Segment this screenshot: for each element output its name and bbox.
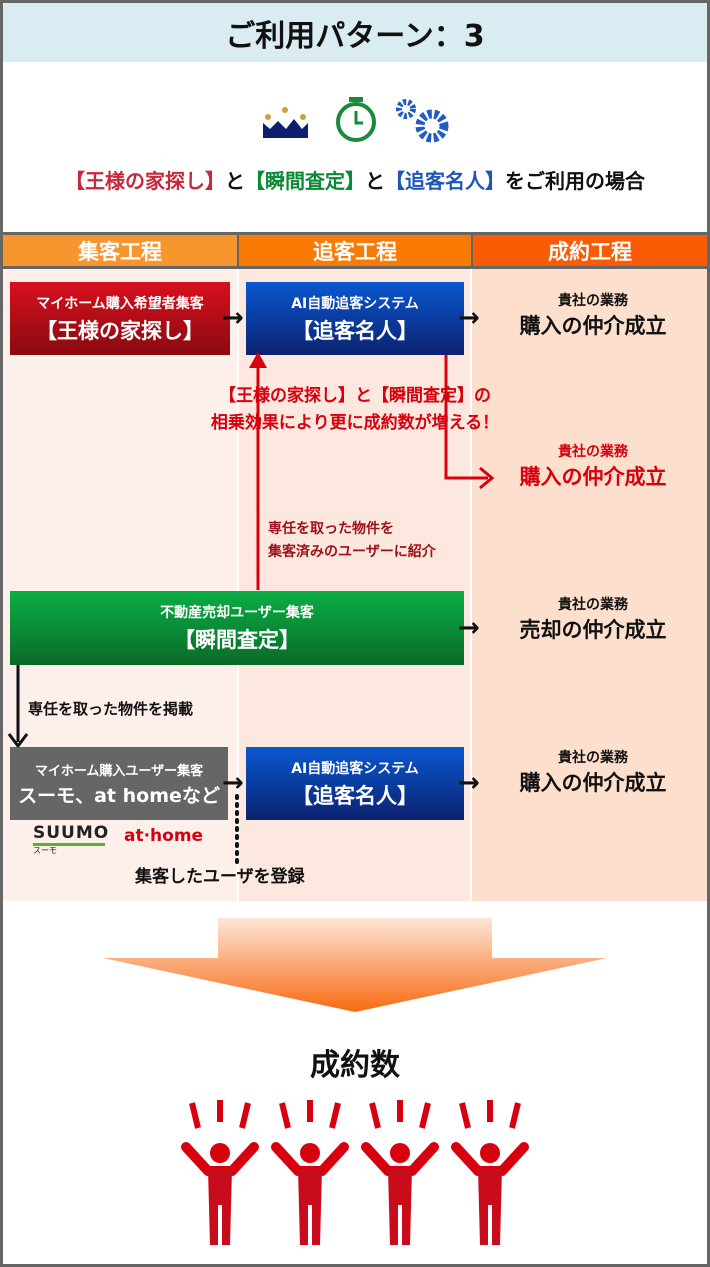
subtitle-tail: をご利用の場合 [505,169,645,193]
box-subtitle: マイホーム購入ユーザー集客 [34,763,204,779]
outcome-1: 貴社の業務購入の仲介成立 [478,290,708,340]
result-label: 成約数 [310,1048,400,1083]
box-subtitle: AI自動追客システム [291,295,419,312]
people-row [170,1095,550,1245]
arrow-down-icon [7,733,29,749]
subtitle: 【王様の家探し】と【瞬間査定】と【追客名人】をご利用の場合 [0,165,710,194]
box-title: 【王様の家探し】 [36,318,204,343]
crown-icon [263,107,308,138]
box-title: スーモ、at homeなど [18,784,220,807]
synergy-line: 相乗効果により更に成約数が増える！ [210,413,500,433]
and-text: と [225,169,245,193]
register-note: 集客したユーザを登録 [135,867,305,887]
listing-note: 専任を取った物件を掲載 [28,700,194,718]
product-ai: 【追客名人】 [385,169,505,193]
and-text: と [365,169,385,193]
person-icon [456,1100,524,1245]
outcome-label: 貴社の業務 [558,293,628,309]
outcome-value: 購入の仲介成立 [519,465,667,489]
product-instant: 【瞬間査定】 [245,169,365,193]
product-king: 【王様の家探し】 [65,169,225,193]
suumo-sub: スーモ [33,846,57,855]
referral-note: 専任を取った物件を 集客済みのユーザーに紹介 [268,518,436,564]
portal-box: マイホーム購入ユーザー集客 スーモ、at homeなど [10,747,228,820]
page-title: ご利用パターン：3 [0,0,710,62]
ai-box-2: AI自動追客システム 【追客名人】 [246,747,464,820]
big-down-arrow-icon [103,918,607,1012]
suumo-text: SUUMO [33,823,110,843]
suumo-logo: SUUMO [33,823,108,846]
instant-box: 不動産売却ユーザー集客 【瞬間査定】 [10,591,464,665]
header-contract: 成約工程 [471,232,710,269]
icon-row [263,97,449,143]
outcome-label: 貴社の業務 [558,750,628,766]
referral-line: 集客済みのユーザーに紹介 [268,544,436,560]
gears-icon [396,99,449,143]
athome-logo: at·home [124,826,204,846]
arrow-right-icon: → [222,768,244,798]
box-title: 【追客名人】 [292,318,418,343]
person-icon [276,1100,344,1245]
arrow-right-icon: → [458,768,480,798]
outcome-3: 貴社の業務売却の仲介成立 [478,594,708,644]
red-branch-line [444,355,488,480]
arrow-right-icon: → [458,303,480,333]
box-subtitle: 不動産売却ユーザー集客 [160,605,314,621]
outcome-value: 購入の仲介成立 [519,314,667,338]
person-icon [366,1100,434,1245]
outcome-2: 貴社の業務購入の仲介成立 [478,441,708,491]
king-box: マイホーム購入希望者集客 【王様の家探し】 [10,282,230,355]
outcome-value: 売却の仲介成立 [519,618,667,642]
outcome-value: 購入の仲介成立 [519,771,667,795]
stopwatch-icon [336,97,376,142]
referral-line: 専任を取った物件を [268,521,394,537]
box-title: 【瞬間査定】 [174,628,300,652]
outcome-label: 貴社の業務 [558,444,628,460]
outcome-4: 貴社の業務購入の仲介成立 [478,747,708,797]
arrow-right-icon: → [222,303,244,333]
header-acquisition: 集客工程 [0,232,237,269]
column-contract [472,269,707,901]
red-arrow-head-icon [249,352,267,368]
box-subtitle: マイホーム購入希望者集客 [36,295,204,312]
synergy-line: 【王様の家探し】と【瞬間査定】の [219,386,491,406]
outcome-label: 貴社の業務 [558,597,628,613]
arrow-right-icon: → [458,613,480,643]
ai-box-1: AI自動追客システム 【追客名人】 [246,282,464,355]
box-title: 【追客名人】 [292,783,418,808]
header-follow-up: 追客工程 [237,232,471,269]
connectors [7,352,495,864]
synergy-note: 【王様の家探し】と【瞬間査定】の 相乗効果により更に成約数が増える！ [100,383,610,437]
person-icon [186,1100,254,1245]
red-arrow-right-icon [479,466,495,490]
box-subtitle: AI自動追客システム [291,760,419,777]
